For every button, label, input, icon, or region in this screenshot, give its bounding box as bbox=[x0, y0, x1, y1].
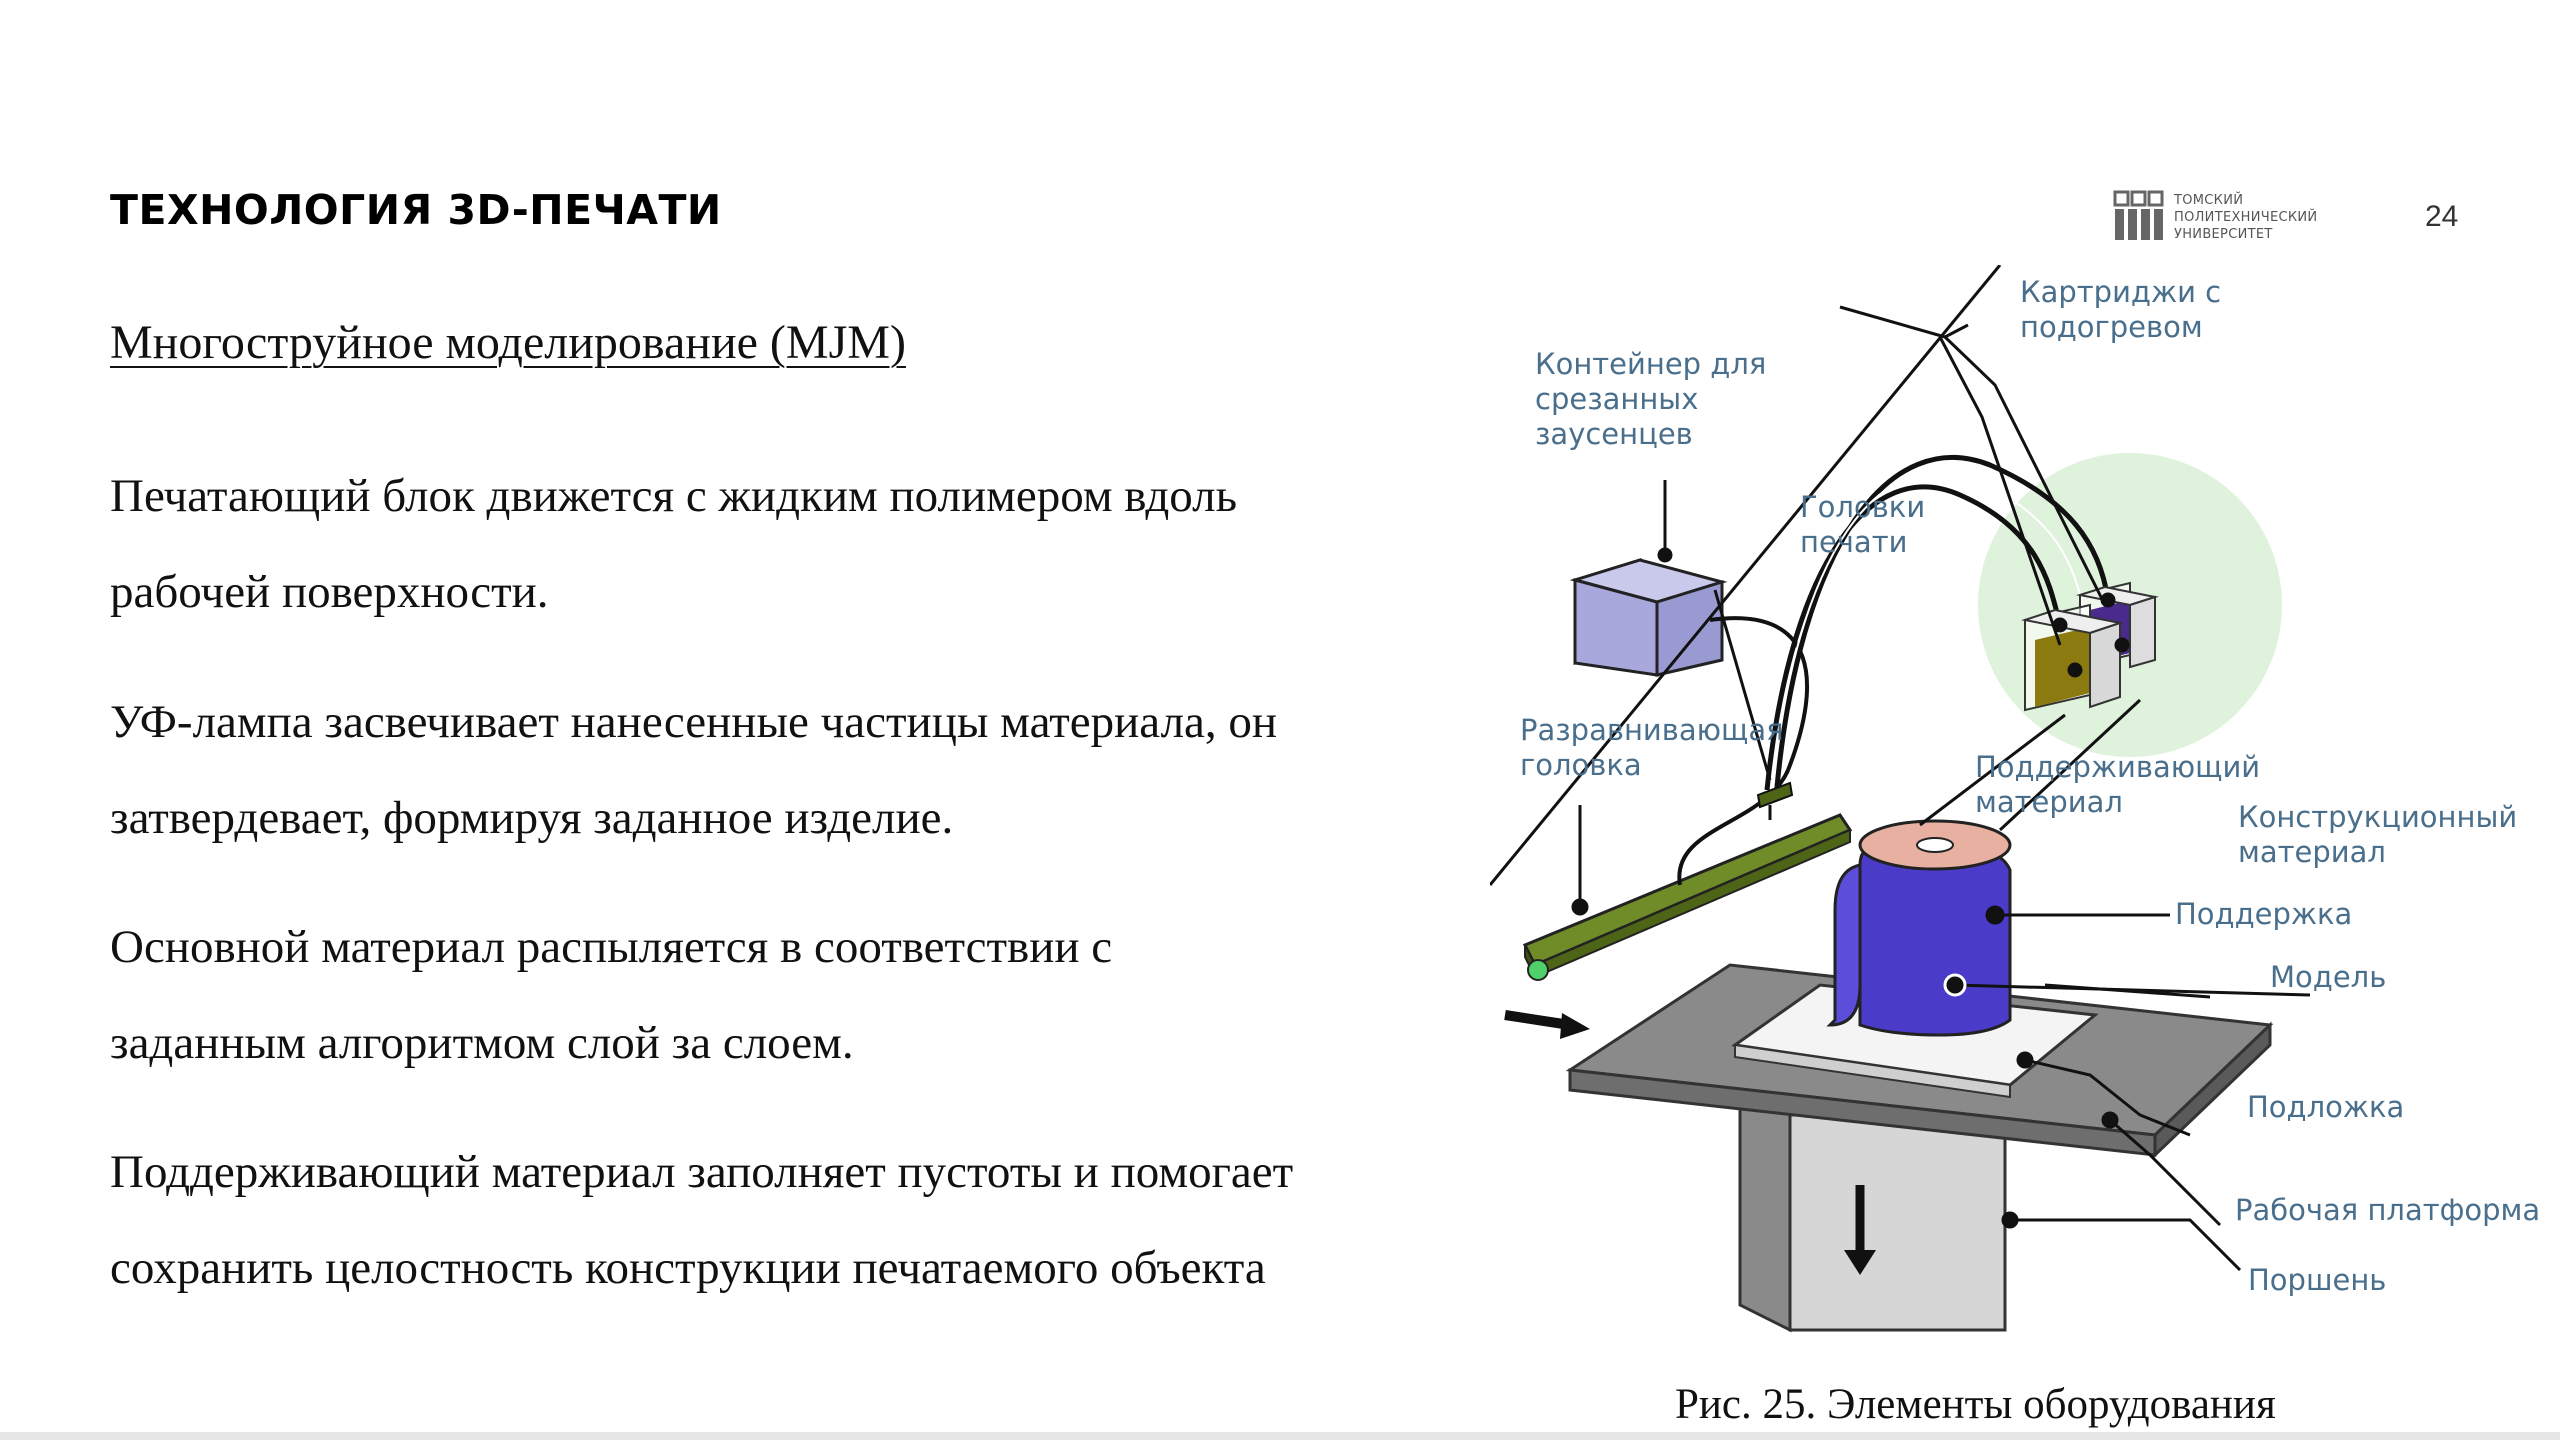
paragraph-line: заданным алгоритмом слой за слоем. bbox=[110, 1017, 854, 1069]
paragraph-line: затвердевает, формируя заданное изделие. bbox=[110, 792, 954, 844]
label-line: Поддерживающий bbox=[1975, 750, 2261, 784]
label-line: Разравнивающая bbox=[1520, 713, 1784, 747]
container-tube bbox=[1677, 616, 1810, 886]
burr-container bbox=[1569, 557, 1728, 677]
label-container: Контейнер для срезанных заусенцев bbox=[1535, 347, 1766, 452]
university-logo-mark bbox=[2113, 190, 2164, 240]
label-line: подогревом bbox=[2020, 310, 2203, 344]
label-model: Модель bbox=[2270, 960, 2387, 994]
logo-line: ТОМСКИЙ bbox=[2174, 193, 2244, 208]
university-logo: ТОМСКИЙ ПОЛИТЕХНИЧЕСКИЙ УНИВЕРСИТЕТ bbox=[2113, 190, 2343, 246]
piston-column bbox=[1738, 1092, 2007, 1333]
equipment-diagram bbox=[1490, 265, 2311, 1333]
equipment-figure: Картриджи с подогревом Контейнер для сре… bbox=[1490, 265, 2550, 1345]
cartridge-support bbox=[2021, 603, 2124, 712]
label-piston: Поршень bbox=[2248, 1263, 2387, 1297]
slide-bottom-edge bbox=[0, 1432, 2560, 1440]
paragraph-main-material: Основной материал распыляется в соответс… bbox=[110, 899, 1510, 1091]
leveling-head-bar bbox=[1522, 813, 1853, 981]
paragraph-line: Основной материал распыляется в соответс… bbox=[110, 921, 1113, 973]
paragraph-line: Печатающий блок движется с жидким полиме… bbox=[110, 470, 1238, 522]
paragraph-line: УФ-лампа засвечивает нанесенные частицы … bbox=[110, 696, 1278, 748]
slide-title: ТЕХНОЛОГИЯ 3D-ПЕЧАТИ bbox=[110, 186, 722, 234]
paragraph-printing-block: Печатающий блок движется с жидким полиме… bbox=[110, 448, 1510, 640]
label-print-heads: Головки печати bbox=[1800, 490, 1925, 560]
university-logo-text: ТОМСКИЙ ПОЛИТЕХНИЧЕСКИЙ УНИВЕРСИТЕТ bbox=[2174, 192, 2354, 243]
label-line: печати bbox=[1800, 525, 1908, 559]
label-line: материал bbox=[1975, 785, 2123, 819]
label-work-platform: Рабочая платформа bbox=[2235, 1193, 2541, 1227]
label-line: Картриджи с bbox=[2020, 275, 2222, 309]
leader-lines bbox=[1490, 265, 2311, 1272]
label-line: срезанных bbox=[1535, 382, 1699, 416]
label-line: материал bbox=[2238, 835, 2386, 869]
paragraph-line: Поддерживающий материал заполняет пустот… bbox=[110, 1146, 1294, 1198]
feed-tube-build bbox=[1774, 454, 2111, 788]
logo-line: УНИВЕРСИТЕТ bbox=[2174, 227, 2273, 242]
section-subtitle: Многоструйное моделирование (MJM) bbox=[110, 316, 906, 369]
paragraph-support-material: Поддерживающий материал заполняет пустот… bbox=[110, 1124, 1510, 1316]
label-support: Поддержка bbox=[2175, 897, 2353, 931]
figure-caption: Рис. 25. Элементы оборудования bbox=[1675, 1381, 2276, 1428]
label-line: Конструкционный bbox=[2238, 800, 2518, 834]
paragraph-uv-lamp: УФ-лампа засвечивает нанесенные частицы … bbox=[110, 674, 1510, 866]
label-leveling-head: Разравнивающая головка bbox=[1520, 713, 1784, 783]
label-build-material: Конструкционный материал bbox=[2238, 800, 2517, 870]
print-heads bbox=[1756, 781, 1794, 820]
label-substrate: Подложка bbox=[2247, 1090, 2405, 1124]
label-line: головка bbox=[1520, 748, 1642, 782]
label-line: заусенцев bbox=[1535, 417, 1693, 451]
paragraph-line: рабочей поверхности. bbox=[110, 566, 549, 618]
label-line: Контейнер для bbox=[1535, 347, 1767, 381]
page-number: 24 bbox=[2425, 200, 2459, 233]
logo-line: ПОЛИТЕХНИЧЕСКИЙ bbox=[2174, 210, 2318, 225]
feed-tube-support bbox=[1764, 484, 2063, 791]
label-line: Головки bbox=[1800, 490, 1926, 524]
paragraph-line: сохранить целостность конструкции печата… bbox=[110, 1242, 1266, 1294]
label-cartridges: Картриджи с подогревом bbox=[2020, 275, 2221, 345]
label-support-material: Поддерживающий материал bbox=[1975, 750, 2260, 820]
direction-arrow bbox=[1504, 1010, 1590, 1039]
model-object bbox=[1826, 819, 2012, 1037]
